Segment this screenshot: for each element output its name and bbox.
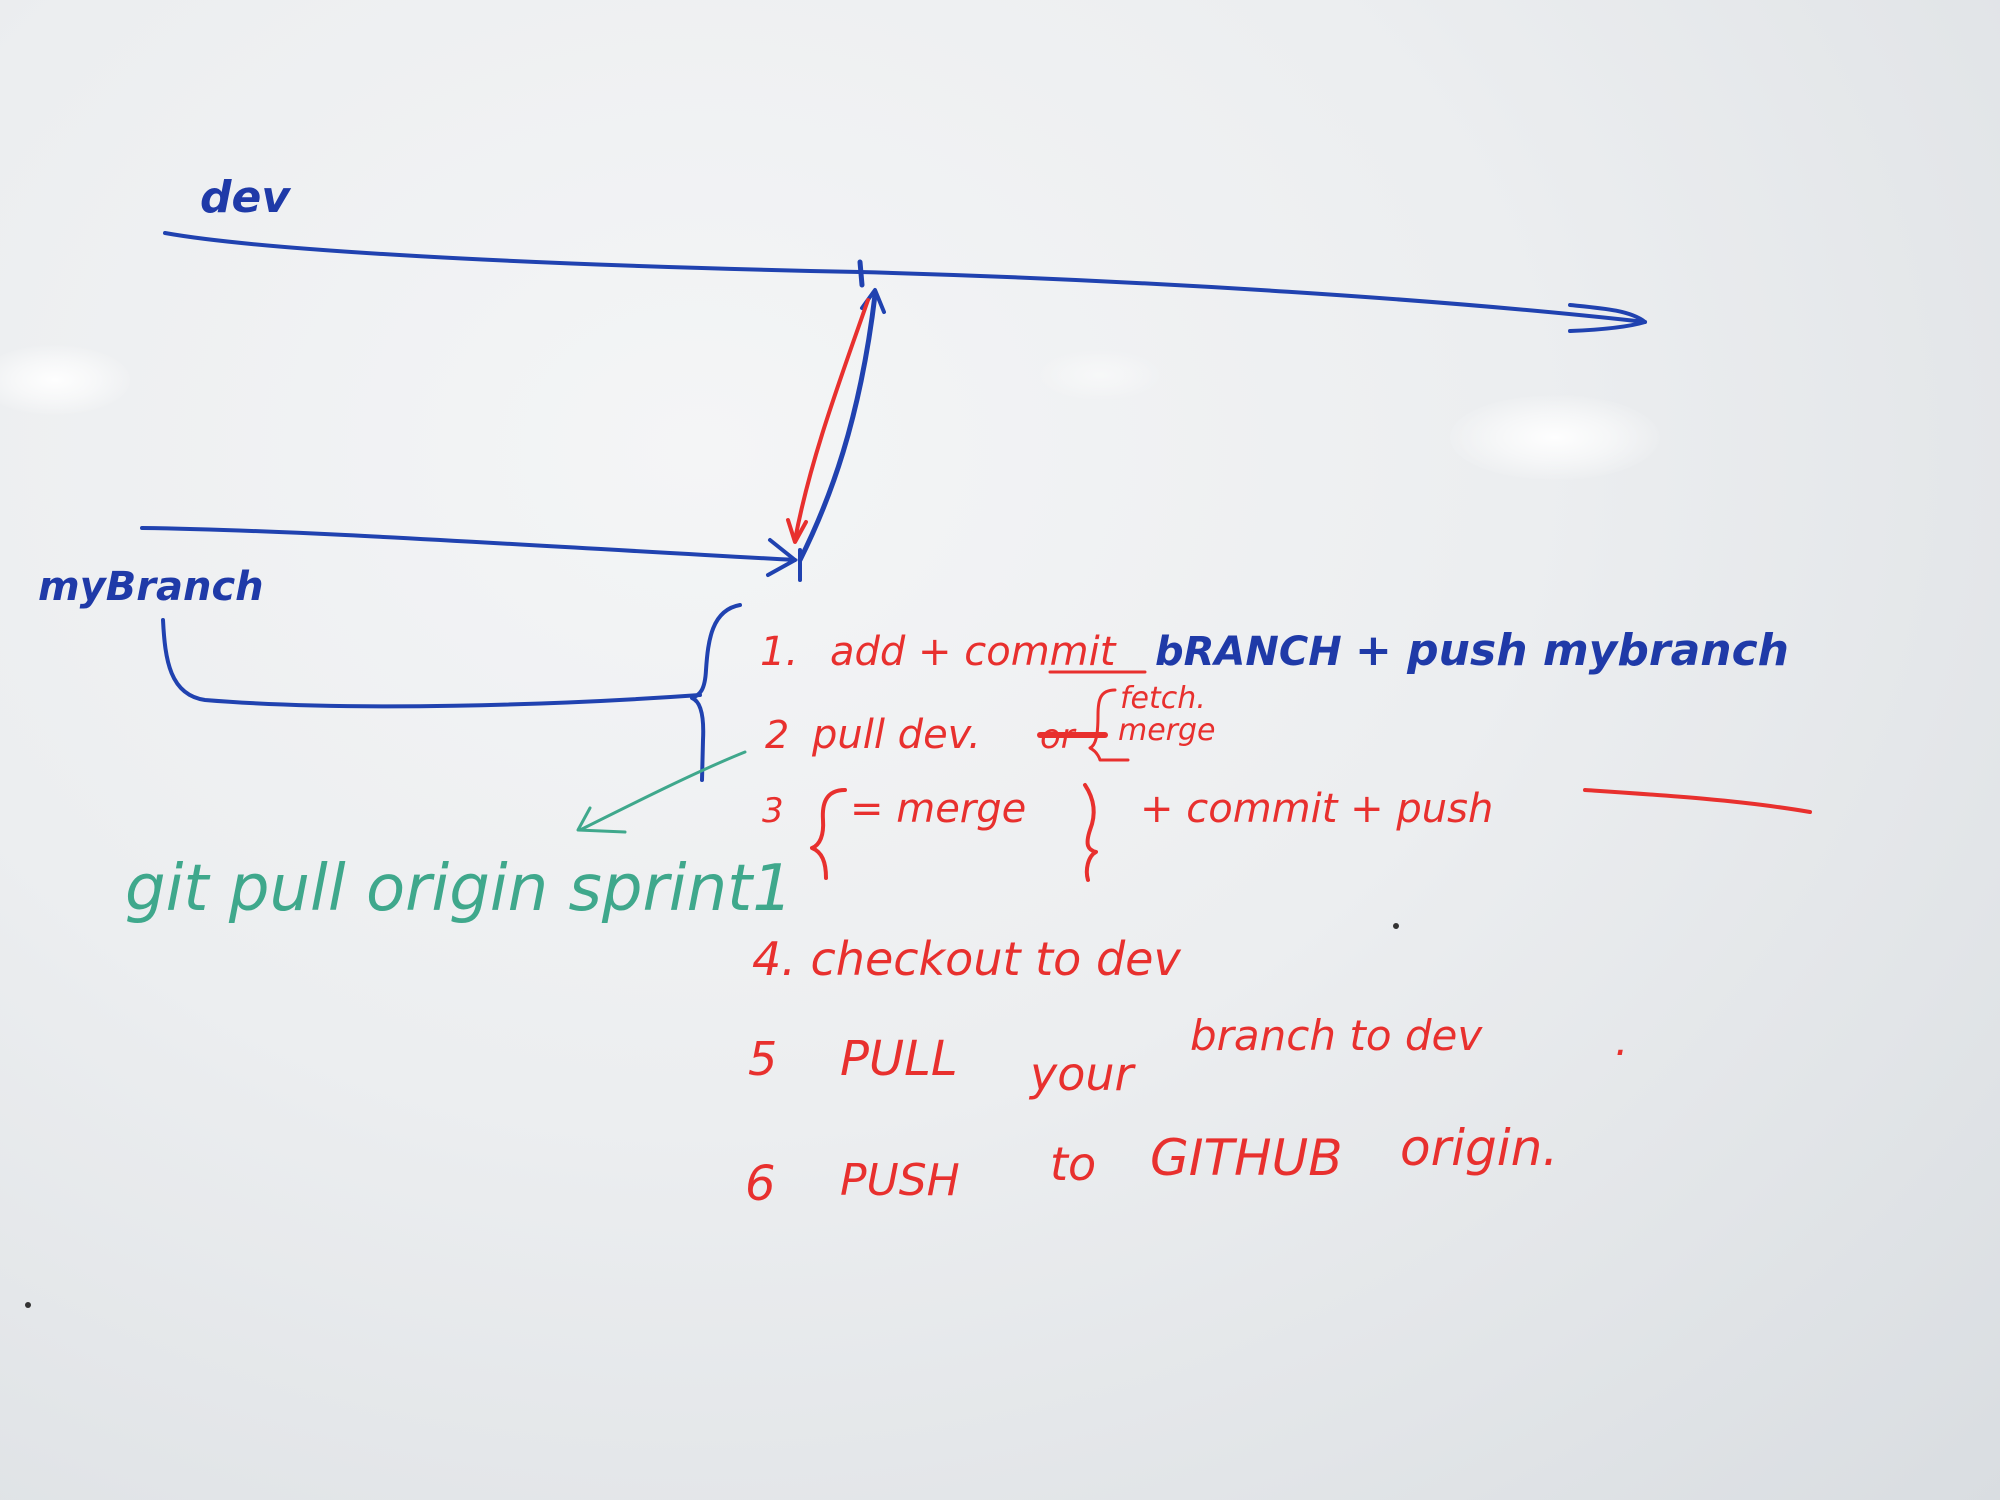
step-4: 4. checkout to dev	[752, 932, 1181, 986]
note-arrow	[576, 750, 747, 834]
step-6: 6 PUSH to GITHUB origin.	[745, 1119, 1558, 1212]
step-5: 5 PULL your branch to dev .	[748, 1011, 1628, 1101]
board-mark	[1393, 923, 1399, 929]
mybranch-bracket	[161, 603, 742, 782]
step-2-text: pull dev.	[811, 712, 981, 758]
light-glare	[1450, 395, 1660, 480]
step-5-pull-text: PULL	[840, 1031, 958, 1087]
dev-branch-line	[163, 231, 1647, 333]
step-3-merge-text: = merge	[850, 786, 1026, 832]
mybranch-label: myBranch	[38, 564, 264, 610]
step-1-number: 1.	[760, 629, 798, 675]
step-1-text: add + commit	[830, 629, 1117, 675]
step-6-github-text: GITHUB	[1150, 1129, 1343, 1187]
merge-connector	[786, 259, 886, 563]
step-6-number: 6	[745, 1156, 776, 1212]
step-5-your-text: your	[1028, 1047, 1137, 1101]
step-5-dot: .	[1615, 1016, 1628, 1065]
step-3-commit-push-text: + commit + push	[1140, 786, 1493, 832]
step-5-branch-text: branch to dev	[1190, 1011, 1483, 1060]
dev-branch-label: dev	[200, 172, 291, 223]
step-6-origin-text: origin.	[1400, 1119, 1558, 1177]
light-glare	[1040, 350, 1160, 400]
step-5-number: 5	[748, 1032, 777, 1086]
step-3-number: 3	[762, 791, 784, 831]
board-mark	[25, 1302, 31, 1308]
git-pull-note: git pull origin sprint1	[125, 852, 793, 926]
step-3: 3 = merge + commit + push	[762, 783, 1812, 882]
step-2-fetch-text: fetch.	[1120, 681, 1206, 716]
light-glare	[0, 345, 130, 415]
step-6-to-text: to	[1050, 1137, 1096, 1191]
step-2: 2 pull dev. or fetch. merge	[765, 681, 1216, 762]
step-2-merge-text: merge	[1118, 713, 1216, 748]
step-1-branch-text: bRANCH	[1155, 629, 1342, 675]
step-6-push-text: PUSH	[840, 1155, 960, 1206]
step-1: 1. add + commit bRANCH + push mybranch	[760, 625, 1789, 676]
step-2-number: 2	[765, 713, 789, 757]
step-1-push-text: + push mybranch	[1355, 625, 1789, 676]
